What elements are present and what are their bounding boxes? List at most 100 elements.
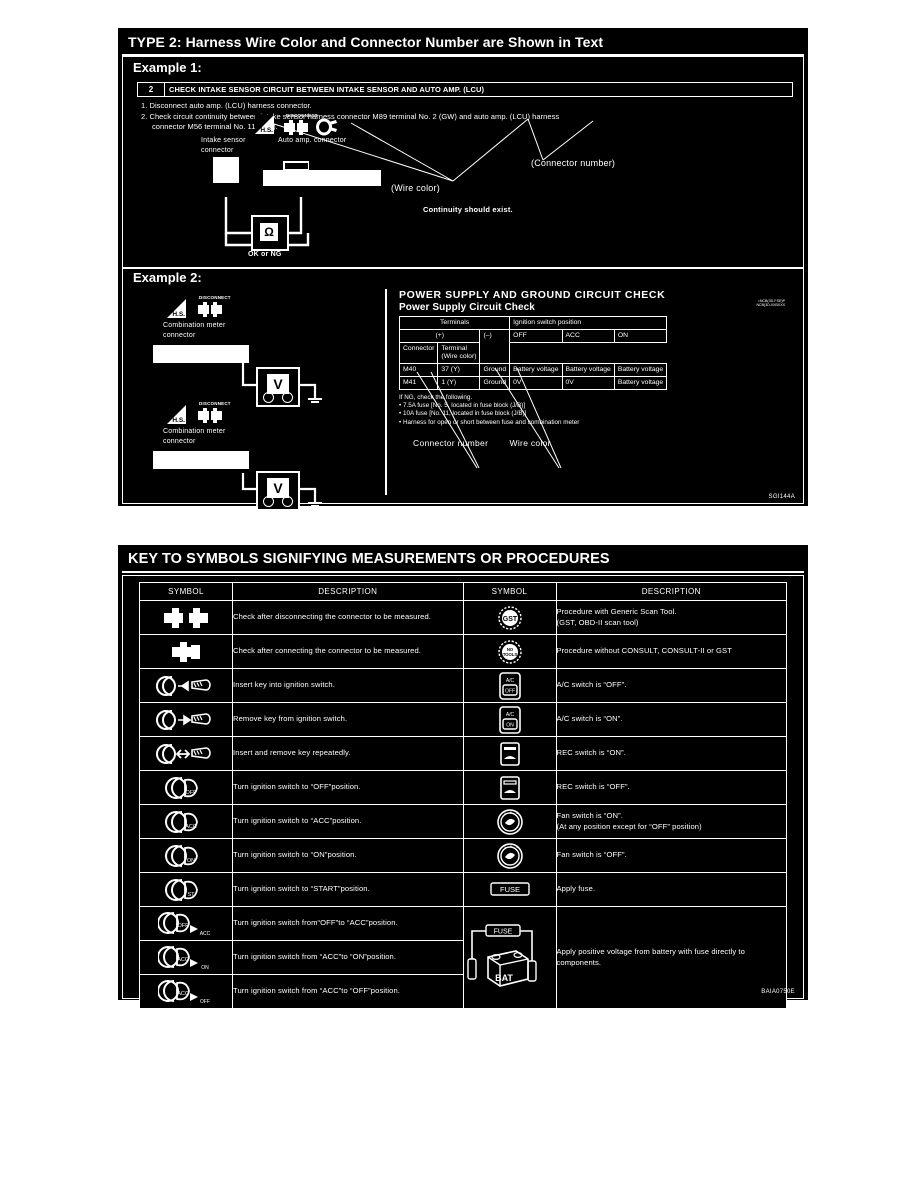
svg-text:2: 2 <box>510 809 512 813</box>
header-terminal-line1: Terminal <box>441 345 468 352</box>
svg-text:3: 3 <box>516 811 518 815</box>
desc-text: Procedure with Generic Scan Tool. (GST, … <box>556 607 677 627</box>
key-insert-icon <box>139 668 233 703</box>
symbol-description: REC switch is “OFF”. <box>555 770 787 805</box>
symbols-header-row: SYMBOL DESCRIPTION SYMBOL DESCRIPTION <box>139 582 787 601</box>
hs-badge-upper-top: GI <box>168 299 173 304</box>
symbol-description: Apply fuse. <box>555 872 787 907</box>
ignition-acc-icon: ACC <box>139 804 233 839</box>
callout-row: Connector number Wire color <box>399 438 785 448</box>
auto-amp-connector-label: Auto amp. connector <box>278 137 347 144</box>
intake-sensor-label-2: connector <box>201 147 234 154</box>
header-description-right: DESCRIPTION <box>555 582 787 601</box>
ignition-start-icon: ST <box>139 872 233 907</box>
table-row: M41 1 (Y) Ground 0V 0V Battery voltage <box>398 376 668 390</box>
combination-meter-label-lower-1: Combination meter <box>163 428 226 435</box>
fan-switch-off-icon: 1 2 3 <box>462 838 557 873</box>
spacer-off <box>510 343 562 364</box>
header-minus: (–) <box>479 329 511 364</box>
voltmeter-minus-terminal-upper <box>282 392 293 403</box>
example1-diagram: GI H.S. DISCONNECT <box>123 113 803 265</box>
symbol-description: Apply positive voltage from battery with… <box>555 906 787 1009</box>
svg-text:3: 3 <box>516 845 518 849</box>
power-supply-notes: If NG, check the following. • 7.5A fuse … <box>399 394 785 427</box>
symbol-description: Turn ignition switch to “ON”position. <box>232 838 464 873</box>
header-terminal-line2: (Wire color) <box>441 353 477 360</box>
voltmeter-plus-terminal-upper <box>263 392 274 403</box>
header-plus: (+) <box>398 329 481 343</box>
symbol-description: A/C switch is “OFF”. <box>555 668 787 703</box>
terminal-number-lower: 1 <box>239 453 242 459</box>
row2-acc: 0V <box>561 376 615 390</box>
disconnect-caption-lower: DISCONNECT <box>199 401 231 406</box>
svg-text:OFF: OFF <box>178 923 190 929</box>
symbol-description: Check after disconnecting the connector … <box>232 600 464 635</box>
header-off: OFF <box>509 329 563 343</box>
symbol-description: Procedure without CONSULT, CONSULT-II or… <box>555 634 787 669</box>
symbol-description: Check after connecting the connector to … <box>232 634 464 669</box>
symbol-description: Insert key into ignition switch. <box>232 668 464 703</box>
table-row: ON Turn ignition switch to “ON”position.… <box>139 838 787 873</box>
step-title: CHECK INTAKE SENSOR CIRCUIT BETWEEN INTA… <box>169 85 485 94</box>
instruction-2: 2. Check circuit continuity between inta… <box>141 111 560 121</box>
table-header-row-2: (+) (–) OFF ACC ON <box>398 329 668 364</box>
hs-badge-icon: GI H.S. <box>255 115 274 134</box>
row1-connector: M40 <box>398 363 439 377</box>
svg-text:OFF: OFF <box>505 688 515 694</box>
table-row: ST Turn ignition switch to “START”positi… <box>139 872 787 907</box>
voltmeter-minus-terminal-lower <box>282 496 293 507</box>
key-remove-icon <box>139 702 233 737</box>
hs-badge-top-text: GI <box>256 115 261 120</box>
panel2-figure-code: BAIA0750E <box>761 989 795 995</box>
disconnect-caption-upper: DISCONNECT <box>199 295 231 300</box>
hs-badge-lower-label: H.S. <box>172 417 185 424</box>
header-symbol-right: SYMBOL <box>462 582 557 601</box>
hs-badge-upper-label: H.S. <box>172 311 185 318</box>
power-supply-ref-code: =NCB(3D-FSE)P NCB(3D-0XBXXX <box>756 299 785 308</box>
voltmeter-symbol-lower: V <box>267 478 289 498</box>
ohmmeter-symbol: Ω <box>260 223 278 241</box>
header-symbol-left: SYMBOL <box>139 582 233 601</box>
example2-left-diagrams: GI H.S. DISCONNECT Combination meter con… <box>123 289 385 515</box>
svg-text:GST: GST <box>502 616 517 623</box>
svg-text:ON: ON <box>187 858 195 864</box>
disconnect-caption: DISCONNECT <box>286 113 318 118</box>
ignition-on-icon: ON <box>139 838 233 873</box>
continuity-note: Continuity should exist. <box>423 205 513 214</box>
symbol-description: Turn ignition switch to “ACC”position. <box>232 804 464 839</box>
example2-divider <box>385 289 387 495</box>
panel1-figure-code: SGI144A <box>768 494 795 500</box>
hs-badge-icon-upper: GI H.S. <box>167 299 186 318</box>
hs-badge-lower-top: GI <box>168 405 173 410</box>
fan-switch-on-icon: 1 2 3 <box>462 804 557 839</box>
ignition-acc-to-off-icon: ACC OFF <box>139 974 233 1009</box>
header-acc: ACC <box>561 329 615 343</box>
svg-text:ACC: ACC <box>177 991 189 997</box>
step-number: 2 <box>138 83 165 96</box>
svg-text:A/C: A/C <box>505 712 514 718</box>
table-row: ACC Turn ignition switch to “ACC”positio… <box>139 804 787 839</box>
table-header-row-3: Connector Terminal (Wire color) <box>398 342 667 364</box>
ref-code-line2: NCB(3D-0XBXXX <box>756 303 785 308</box>
row2-terminal: 1 (Y) <box>437 376 481 390</box>
fuse-icon: FUSE <box>462 872 557 907</box>
svg-text:TOOLS: TOOLS <box>502 652 517 657</box>
row2-minus: Ground <box>479 376 511 390</box>
symbol-description: Turn ignition switch from “ACC”to “OFF”p… <box>232 974 464 1009</box>
desc-text: Fan switch is “ON”. (At any position exc… <box>556 811 702 831</box>
ignition-off-to-acc-icon: OFF ACC <box>139 906 233 941</box>
connector-number-callout: (Connector number) <box>531 158 616 168</box>
combination-meter-label-lower-2: connector <box>163 438 196 445</box>
example1-label: Example 1: <box>133 60 202 75</box>
header-connector: Connector <box>398 342 439 364</box>
auto-amp-connector-tab <box>283 161 309 170</box>
svg-text:ON: ON <box>506 722 514 728</box>
header-ignition-position: Ignition switch position <box>509 316 668 330</box>
intake-terminal-number: 2 <box>226 171 229 177</box>
example2-label: Example 2: <box>133 270 202 285</box>
combination-meter-label-upper-2: connector <box>163 332 196 339</box>
symbol-description: Procedure with Generic Scan Tool. (GST, … <box>555 600 787 635</box>
spacer-on <box>614 343 666 364</box>
example1-instructions: 1. Disconnect auto amp. (LCU) harness co… <box>141 101 793 133</box>
power-supply-table: Terminals Ignition switch position (+) (… <box>398 316 668 390</box>
